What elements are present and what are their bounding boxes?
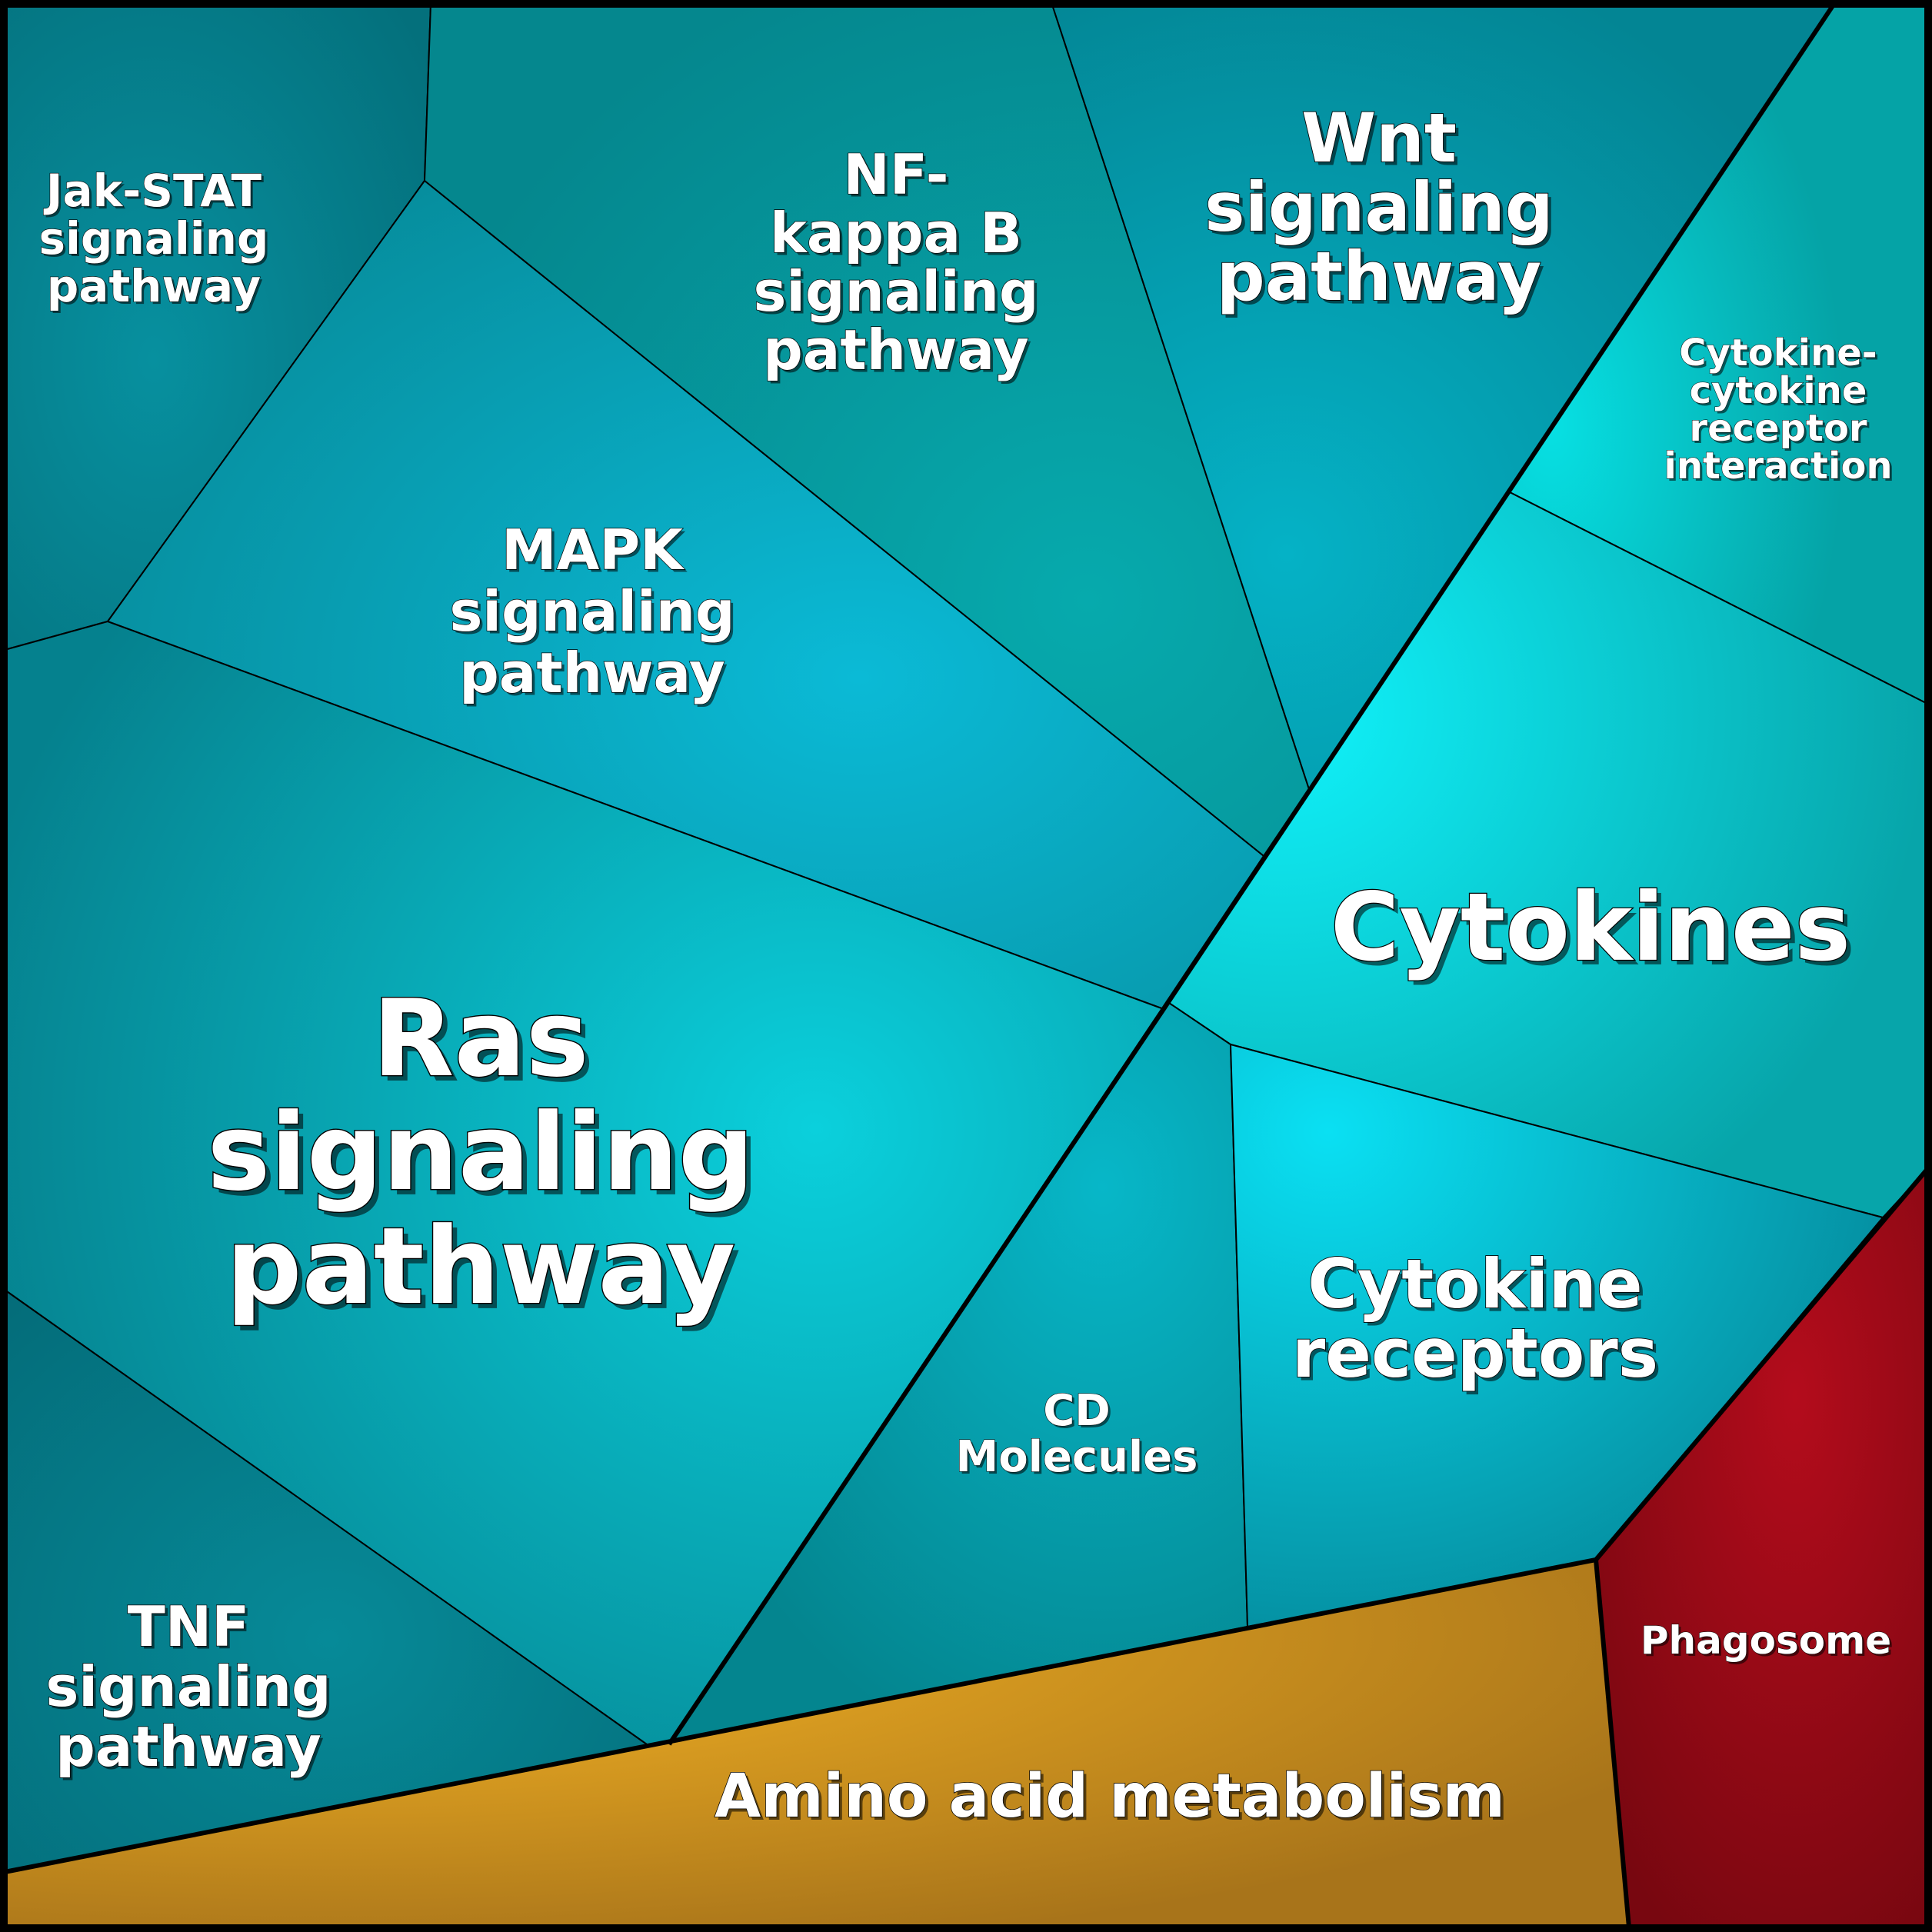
- label-shadow: Jak-STAT: [45, 167, 265, 219]
- label-line: TNF: [128, 1594, 250, 1659]
- label-line: Wnt: [1301, 98, 1457, 178]
- label-shadow: CD: [1045, 1388, 1113, 1438]
- label-shadow: pathway: [58, 1717, 325, 1782]
- label-line: pathway: [763, 318, 1029, 382]
- label-line: Amino acid metabolism: [715, 1762, 1505, 1831]
- label-line: signaling: [753, 259, 1038, 324]
- label-line: Phagosome: [1641, 1618, 1891, 1663]
- label-line: MAPK: [501, 518, 685, 582]
- label-line: CD: [1043, 1386, 1111, 1436]
- label-line: pathway: [47, 260, 261, 312]
- label-line: signaling: [449, 579, 734, 644]
- label-shadow: Cytokine-: [1681, 334, 1879, 377]
- label-shadow: interaction: [1666, 447, 1894, 490]
- label-line: pathway: [1217, 237, 1541, 316]
- border-signaling-split: [667, 3, 1836, 1746]
- label-shadow: receptors: [1295, 1317, 1661, 1396]
- treemap-cells: [4, 4, 1928, 1928]
- label-shadow: kappa B: [773, 204, 1025, 268]
- label-line: Cytokines: [1331, 873, 1850, 982]
- label-shadow: pathway: [462, 644, 728, 708]
- label-shadow: pathway: [49, 262, 263, 315]
- cell-labels: Jak-STATJak-STATsignalingsignalingpathwa…: [38, 98, 1895, 1834]
- label-jak-stat: Jak-STATJak-STATsignalingsignalingpathwa…: [38, 164, 271, 315]
- label-shadow: pathway: [766, 321, 1032, 385]
- label-shadow: cytokine: [1692, 371, 1870, 415]
- label-shadow: signaling: [48, 1657, 334, 1722]
- label-line: Molecules: [956, 1432, 1198, 1482]
- label-shadow: NF-: [846, 145, 951, 210]
- label-shadow: pathway: [232, 1210, 741, 1334]
- label-shadow: signaling: [452, 582, 738, 647]
- label-shadow: Phagosome: [1643, 1621, 1894, 1665]
- label-line: kappa B: [770, 201, 1022, 265]
- label-line: Cytokine: [1307, 1244, 1643, 1324]
- label-shadow: signaling: [1208, 171, 1557, 250]
- label-line: pathway: [226, 1204, 735, 1328]
- label-line: signaling: [39, 212, 269, 265]
- label-line: Jak-STAT: [43, 165, 262, 217]
- label-shadow: Amino acid metabolism: [718, 1765, 1508, 1834]
- label-cytokine-cytokine-receptor: Cytokine-Cytokine-cytokinecytokinerecept…: [1664, 331, 1895, 491]
- label-line: cytokine: [1690, 369, 1867, 412]
- label-line: signaling: [1204, 168, 1554, 247]
- label-shadow: signaling: [756, 262, 1041, 327]
- label-shadow: Cytokine: [1311, 1247, 1647, 1327]
- label-shadow: Wnt: [1305, 102, 1461, 181]
- label-line: receptor: [1689, 407, 1867, 450]
- group-borders: [4, 3, 1930, 1928]
- label-line: pathway: [55, 1714, 321, 1779]
- label-shadow: Cytokines: [1335, 878, 1855, 987]
- border-metabolism-cellular: [1594, 1559, 1631, 1928]
- label-line: signaling: [207, 1091, 754, 1214]
- label-shadow: MAPK: [505, 521, 688, 585]
- label-shadow: signaling: [42, 215, 271, 267]
- label-shadow: TNF: [130, 1597, 252, 1662]
- label-line: interaction: [1664, 445, 1892, 488]
- label-line: NF-: [843, 142, 948, 207]
- label-shadow: Molecules: [958, 1434, 1201, 1484]
- label-shadow: Ras: [378, 982, 595, 1106]
- label-line: signaling: [45, 1654, 331, 1719]
- label-line: receptors: [1292, 1314, 1658, 1393]
- label-line: Ras: [372, 977, 589, 1101]
- label-shadow: signaling: [212, 1096, 759, 1220]
- label-shadow: receptor: [1691, 409, 1870, 452]
- label-line: Cytokine-: [1679, 331, 1877, 375]
- label-line: pathway: [459, 641, 725, 705]
- label-shadow: pathway: [1220, 240, 1544, 319]
